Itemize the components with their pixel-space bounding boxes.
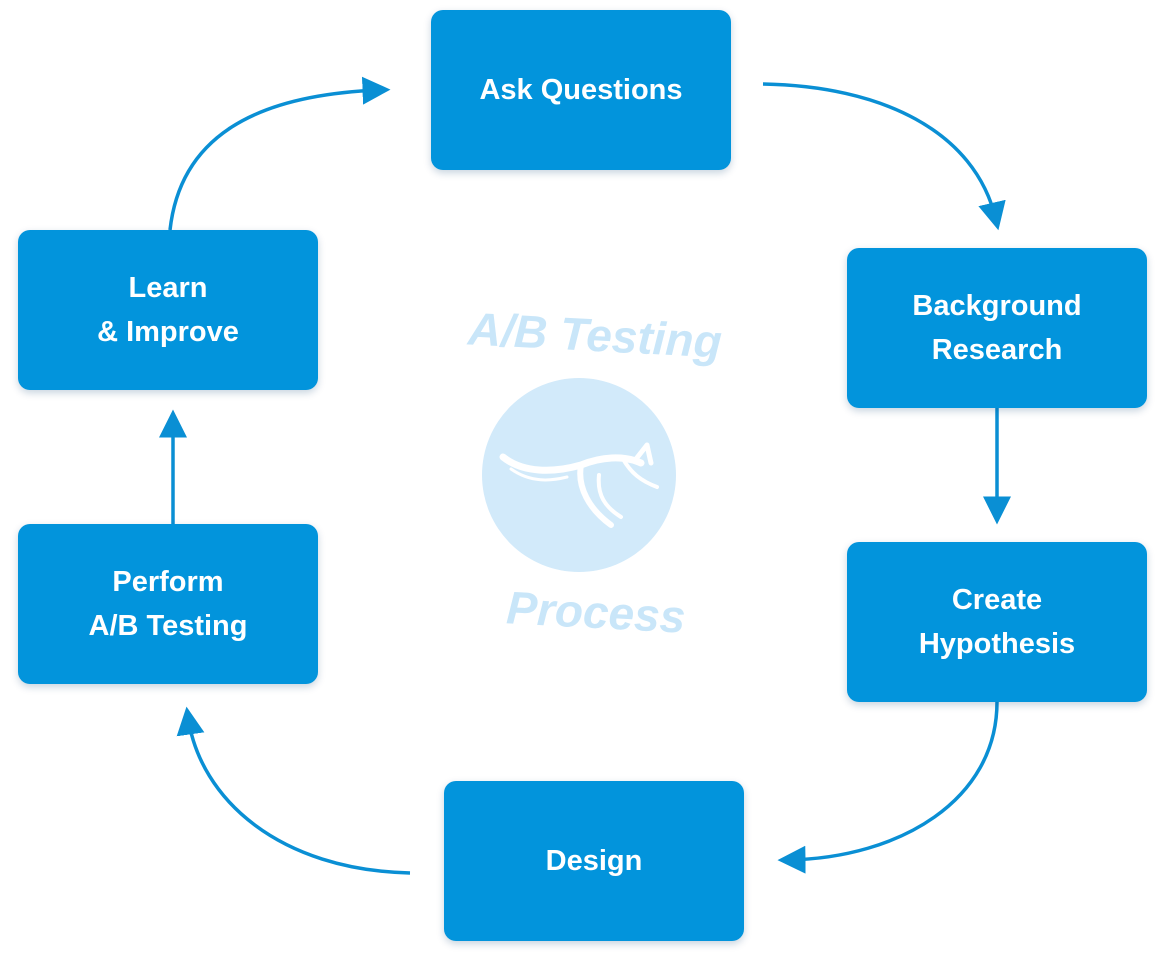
step-label: Background Research (912, 290, 1082, 366)
arrow-design-to-perform (176, 706, 411, 875)
step-label: Perform A/B Testing (88, 566, 248, 642)
arrow-learn-to-ask (168, 76, 391, 231)
arrow-hypothesis-to-design (777, 701, 999, 874)
step-ask-questions: Ask Questions (431, 10, 731, 170)
arrow-ask-to-background (762, 82, 1006, 231)
step-label: Design (545, 845, 643, 877)
step-design: Design (444, 781, 744, 941)
step-label: Learn & Improve (97, 272, 239, 348)
step-learn-improve: Learn & Improve (18, 230, 318, 390)
kangaroo-icon (482, 378, 676, 572)
step-background-research: Background Research (847, 248, 1147, 408)
step-perform-ab-testing: Perform A/B Testing (18, 524, 318, 684)
step-create-hypothesis: Create Hypothesis (847, 542, 1147, 702)
step-label: Create Hypothesis (918, 584, 1076, 660)
step-label: Ask Questions (479, 74, 683, 106)
